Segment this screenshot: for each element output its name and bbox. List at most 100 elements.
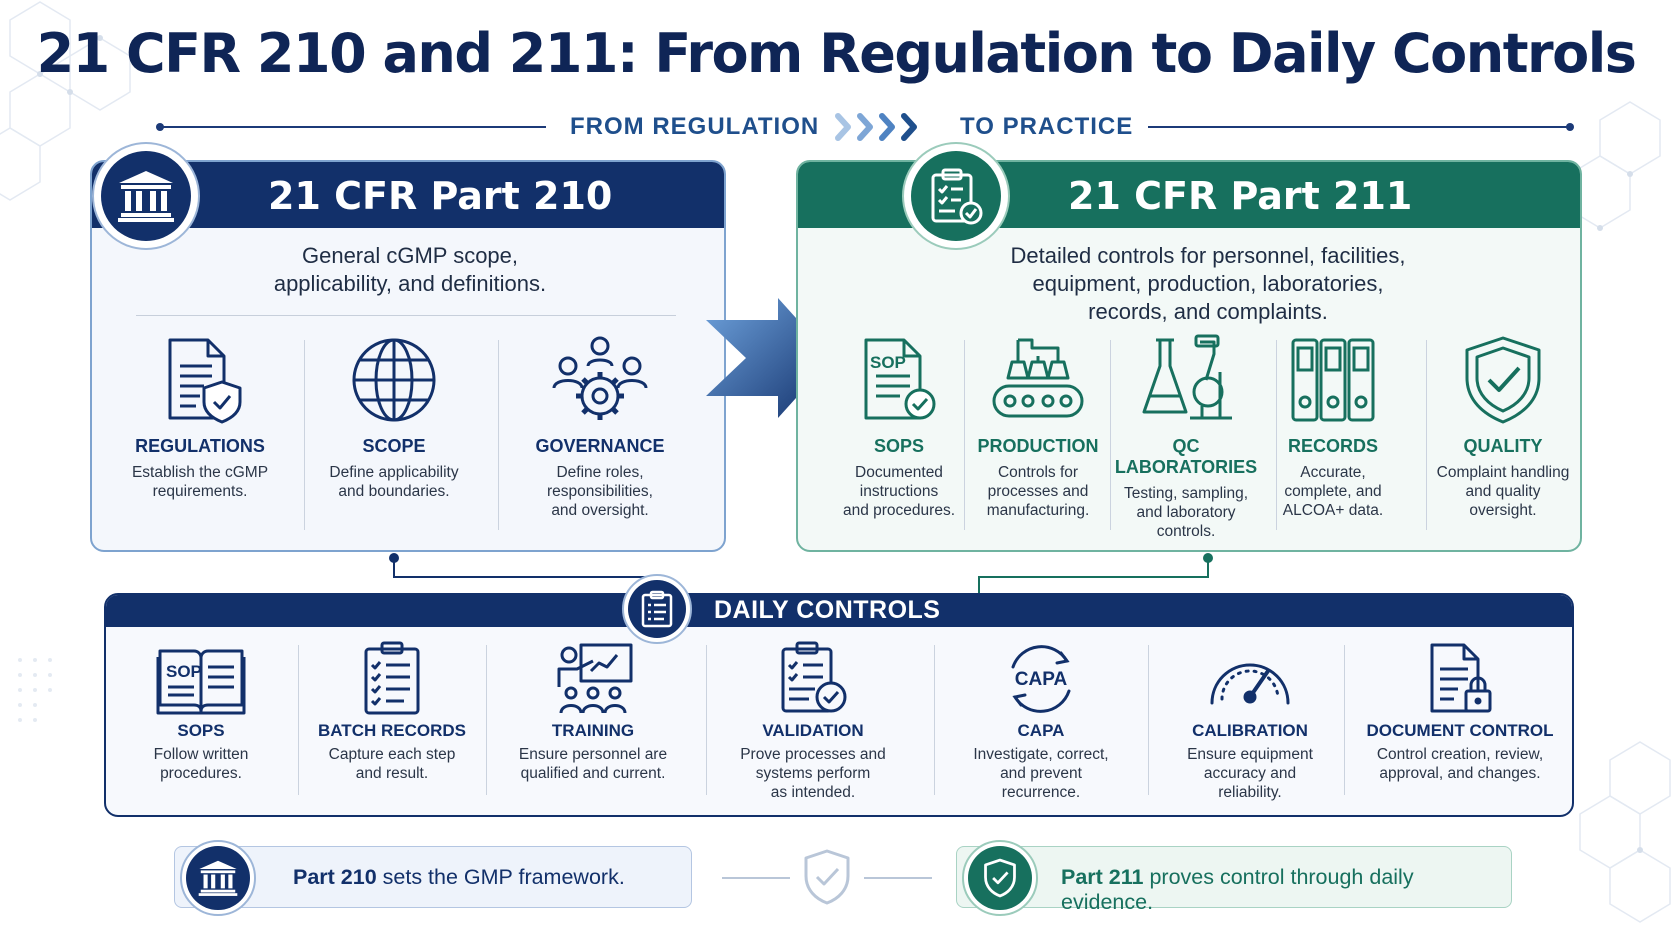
item-label: CALIBRATION — [1192, 721, 1308, 740]
part-210-badge — [92, 142, 200, 250]
part-211-panel: 21 CFR Part 211 Detailed controls for pe… — [796, 160, 1582, 552]
document-shield-icon — [168, 338, 242, 424]
svg-text:SOP: SOP — [166, 662, 202, 681]
banner-left-line — [160, 126, 546, 128]
svg-text:CAPA: CAPA — [1015, 669, 1068, 690]
daily-controls-badge — [622, 574, 692, 644]
item-description: Establish the cGMP requirements. — [131, 464, 269, 500]
part-210-description-line: applicability, and definitions. — [273, 271, 547, 296]
connector-right-horizontal — [978, 576, 1209, 578]
part-211-title: 21 CFR Part 211 — [1068, 174, 1413, 218]
footer-left-line — [722, 877, 790, 879]
column-divider — [1148, 645, 1149, 795]
shield-check-icon — [984, 858, 1016, 898]
footer-part-210-callout: Part 210 sets the GMP framework. — [174, 846, 692, 908]
item-description: Investigate, correct, and prevent recurr… — [973, 746, 1109, 801]
item-label: TRAINING — [551, 721, 635, 740]
part-211-item-sops: SOP SOPS Documented instructions and pro… — [834, 332, 964, 520]
item-description: Complaint handling and quality oversight… — [1436, 464, 1570, 519]
sop-book-icon: SOP — [156, 649, 246, 715]
gauge-icon — [1210, 663, 1290, 705]
binders-icon — [1291, 338, 1375, 422]
banner-to-practice: TO PRACTICE — [960, 113, 1134, 140]
item-description: Control creation, review, approval, and … — [1376, 746, 1544, 782]
part-210-description-line: General cGMP scope, — [301, 243, 519, 268]
item-label: REGULATIONS — [135, 436, 265, 456]
shield-check-icon — [1465, 336, 1541, 424]
courthouse-icon — [118, 171, 174, 222]
item-label: PRODUCTION — [977, 436, 1099, 456]
item-label: CAPA — [1017, 721, 1065, 740]
column-divider — [486, 645, 487, 795]
item-label: SOPS — [177, 721, 225, 740]
banner-from-regulation: FROM REGULATION — [570, 113, 820, 140]
courthouse-icon — [198, 860, 238, 896]
daily-controls-panel: DAILY CONTROLS SOP SOPS Follow written p… — [104, 593, 1574, 817]
column-divider — [1344, 645, 1345, 795]
connector-right-drop — [978, 576, 980, 594]
item-label: VALIDATION — [762, 721, 864, 740]
item-description: Follow written procedures. — [153, 746, 249, 782]
item-description: Controls for processes and manufacturing… — [986, 464, 1090, 519]
clipboard-check-icon — [931, 168, 983, 225]
item-label: BATCH RECORDS — [318, 721, 466, 740]
item-label: DOCUMENT CONTROL — [1366, 721, 1554, 740]
daily-item-batch-records: BATCH RECORDS Capture each step and resu… — [300, 641, 484, 783]
column-divider — [964, 340, 965, 530]
column-divider — [304, 340, 305, 530]
item-label: QUALITY — [1463, 436, 1543, 456]
column-divider — [1110, 340, 1111, 530]
document-lock-icon — [1430, 643, 1492, 713]
daily-item-validation: VALIDATION Prove processes and systems p… — [708, 641, 918, 802]
sop-document-icon: SOP — [864, 338, 936, 420]
item-label: SOPS — [873, 436, 925, 456]
item-description: Documented instructions and procedures. — [842, 464, 956, 519]
part-211-badge — [902, 142, 1010, 250]
item-description: Prove processes and systems perform as i… — [740, 746, 886, 801]
part-211-item-production: PRODUCTION Controls for processes and ma… — [968, 332, 1108, 520]
part-210-item-governance: GOVERNANCE Define roles, responsibilitie… — [502, 332, 698, 520]
part-210-item-regulations: REGULATIONS Establish the cGMP requireme… — [112, 332, 288, 501]
center-shield-icon — [804, 849, 850, 905]
column-divider — [1276, 340, 1277, 530]
part-210-title: 21 CFR Part 210 — [268, 174, 613, 218]
connector-left-vertical — [393, 560, 395, 578]
svg-text:SOP: SOP — [870, 353, 906, 372]
capa-cycle-icon: CAPA — [1011, 645, 1071, 713]
globe-icon — [352, 338, 436, 422]
item-label: SCOPE — [362, 436, 426, 456]
connector-left-horizontal — [393, 576, 645, 578]
column-divider — [498, 340, 499, 530]
item-description: Accurate, complete, and ALCOA+ data. — [1282, 464, 1384, 519]
part-211-item-qc-laboratories: QC LABORATORIES Testing, sampling, and l… — [1108, 332, 1264, 541]
daily-item-calibration: CALIBRATION Ensure equipment accuracy an… — [1150, 641, 1350, 802]
part-210-item-scope: SCOPE Define applicability and boundarie… — [306, 332, 482, 501]
part-210-divider — [136, 315, 676, 316]
column-divider — [298, 645, 299, 795]
daily-controls-title: DAILY CONTROLS — [714, 596, 941, 624]
clipboard-check-icon — [781, 641, 847, 713]
part-211-description: Detailed controls for personnel, facilit… — [1010, 243, 1406, 324]
item-label: GOVERNANCE — [535, 436, 665, 456]
footer-right-line — [864, 877, 932, 879]
part-210-panel: 21 CFR Part 210 General cGMP scope, appl… — [90, 160, 726, 552]
banner-right-line — [1148, 126, 1570, 128]
connector-right-vertical — [1207, 560, 1209, 578]
daily-item-sops: SOP SOPS Follow written procedures. — [106, 641, 296, 783]
item-label: QC LABORATORIES — [1114, 436, 1258, 477]
footer-part-211-text: Part 211 proves control through daily ev… — [1061, 865, 1414, 914]
connector-dot-left — [389, 553, 399, 563]
daily-controls-header — [106, 595, 1572, 627]
flask-microscope-icon — [1142, 334, 1232, 420]
item-description: Ensure personnel are qualified and curre… — [518, 746, 668, 782]
column-divider — [706, 645, 707, 795]
chevron-arrows-icon — [835, 113, 917, 141]
item-description: Testing, sampling, and laboratory contro… — [1123, 485, 1249, 540]
conveyor-icon — [992, 338, 1084, 418]
people-gear-icon — [552, 336, 648, 420]
column-divider — [934, 645, 935, 795]
checklist-clipboard-icon — [364, 641, 420, 715]
footer-part-211-callout: Part 211 proves control through daily ev… — [956, 846, 1512, 914]
part-211-item-records: RECORDS Accurate, complete, and ALCOA+ d… — [1268, 332, 1398, 520]
item-description: Ensure equipment accuracy and reliabilit… — [1187, 746, 1313, 801]
